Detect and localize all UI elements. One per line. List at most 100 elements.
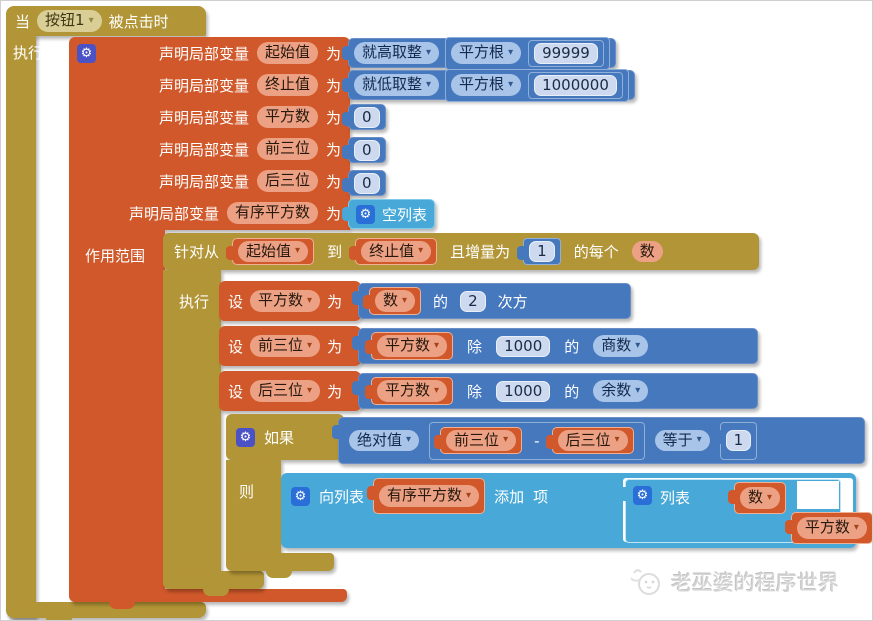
number-field[interactable]: 0 [354,139,380,161]
mutator-gear-icon[interactable]: ⚙ [291,486,310,506]
getter-square[interactable]: 平方数 ▾ [364,377,454,405]
set-first3-block[interactable]: 设 前三位 ▾ 为 [219,326,361,366]
variable-dropdown[interactable]: 平方数 ▾ [796,517,867,539]
abs-dropdown[interactable]: 绝对值 ▾ [349,429,420,452]
sqrt-dropdown[interactable]: 平方根 ▾ [451,42,522,64]
variable-dropdown[interactable]: 起始值 ▾ [238,240,309,263]
declare-variables-block[interactable]: ⚙ 声明局部变量 起始值 为 声明局部变量 终止值 为 声明局部变量 平方数 为… [69,37,350,230]
math-floor-block[interactable]: 就低取整 ▾ 平方根 ▾ 1000000 [342,68,635,102]
var-name-field-first3[interactable]: 前三位 [256,138,318,160]
var-name-field-end[interactable]: 终止值 [256,74,318,96]
for-range-block-header[interactable]: 针对从 起始值 ▾ 到 终止值 ▾ 且增量为 1 的每个 数 [163,233,759,270]
variable-dropdown[interactable]: 平方数 ▾ [377,380,448,402]
variable-dropdown[interactable]: 数 ▾ [740,487,781,509]
math-sqrt-block[interactable]: 平方根 ▾ 1000000 [445,68,629,102]
divisor-field[interactable]: 1000 [496,335,551,357]
set-last3-block[interactable]: 设 后三位 ▾ 为 [219,371,361,411]
variable-dropdown[interactable]: 平方数 ▾ [377,335,448,357]
event-block-left-bar[interactable] [6,34,36,618]
declare-block-left-bar[interactable] [69,230,165,589]
make-list-block[interactable]: ⚙ 列表 数 ▾ 平方数 ▾ [619,479,872,544]
number-block-zero[interactable]: 0 [342,170,386,196]
chevron-down-icon: ▾ [614,434,620,445]
math-subtract-block[interactable]: 前三位 ▾ - 后三位 ▾ [429,421,645,460]
event-suffix-label: 被点击时 [108,12,169,31]
mutator-gear-icon[interactable]: ⚙ [77,44,96,63]
var-name-field-square[interactable]: 平方数 [256,106,318,128]
variable-dropdown[interactable]: 平方数 ▾ [250,290,321,312]
exponent-field[interactable]: 2 [460,290,486,312]
mutator-gear-icon[interactable]: ⚙ [633,486,652,505]
variable-dropdown[interactable]: 后三位 ▾ [250,380,321,402]
number-field[interactable]: 0 [354,106,380,128]
loop-var-name-field[interactable]: 数 [631,240,663,263]
number-block-zero[interactable]: 0 [342,137,386,163]
if-block-bottom-bar[interactable] [226,553,334,578]
getter-ordered-squares[interactable]: 有序平方数 ▾ [367,478,486,514]
if-block-header[interactable]: ⚙ 如果 [226,414,344,460]
to-label: 到 [327,243,343,261]
divisor-field[interactable]: 1000 [496,380,551,402]
number-block-one[interactable]: 1 [713,421,758,460]
event-block-bottom-bar[interactable] [6,602,206,620]
getter-last3[interactable]: 后三位 ▾ [545,426,634,455]
logic-compare-block[interactable]: 绝对值 ▾ 前三位 ▾ - 后三位 ▾ 等于 ▾ 1 [332,417,865,464]
variable-dropdown[interactable]: 终止值 ▾ [361,240,432,263]
getter-first3[interactable]: 前三位 ▾ [434,426,523,455]
sqrt-dropdown[interactable]: 平方根 ▾ [451,74,522,96]
divide-mode-dropdown[interactable]: 商数 ▾ [593,335,649,357]
declare-label: 声明局部变量 [158,108,249,127]
getter-end-value[interactable]: 终止值 ▾ [349,237,438,266]
divide-mode-dropdown[interactable]: 余数 ▾ [593,380,649,402]
number-block-99999[interactable]: 99999 [528,39,604,67]
number-field[interactable]: 1 [529,241,555,262]
var-name-field-last3[interactable]: 后三位 [256,170,318,192]
getter-square[interactable]: 平方数 ▾ [364,332,454,360]
insert-list-item-block[interactable]: ⚙ 向列表 有序平方数 ▾ 添加 项 ⚙ 列表 数 ▾ [281,473,872,548]
variable-dropdown[interactable]: 有序平方数 ▾ [379,485,480,507]
getter-num[interactable]: 数 ▾ [362,287,422,315]
each-label: 的每个 [573,243,619,261]
math-power-block[interactable]: 数 ▾ 的 2 次方 [352,283,631,319]
for-range-bottom-bar[interactable] [163,571,264,596]
chevron-down-icon: ▾ [508,78,514,90]
math-ceiling-block[interactable]: 就高取整 ▾ 平方根 ▾ 99999 [342,36,616,70]
getter-num[interactable]: 数 ▾ [727,482,787,514]
if-block-left-bar[interactable] [226,460,281,553]
number-block-step[interactable]: 1 [517,238,561,265]
compare-op-dropdown[interactable]: 等于 ▾ [654,429,710,452]
var-name-field-start[interactable]: 起始值 [256,42,318,64]
var-name-field-ordered[interactable]: 有序平方数 [226,202,318,224]
math-divide-remainder-block[interactable]: 平方数 ▾ 除 1000 的 余数 ▾ [352,373,758,409]
component-dropdown[interactable]: 按钮1 ▾ [37,10,102,32]
power-of-label: 的 [433,292,449,311]
event-block-header[interactable]: 当 按钮1 ▾ 被点击时 [6,6,206,36]
round-mode-dropdown[interactable]: 就低取整 ▾ [354,74,440,96]
variable-dropdown[interactable]: 前三位 ▾ [446,429,517,452]
number-field[interactable]: 0 [354,172,380,194]
for-range-left-bar[interactable] [163,270,221,571]
getter-square[interactable]: 平方数 ▾ [784,512,872,544]
getter-start-value[interactable]: 起始值 ▾ [226,237,315,266]
number-field[interactable]: 1000000 [534,74,617,96]
variable-dropdown[interactable]: 数 ▾ [375,290,416,312]
mutator-gear-icon[interactable]: ⚙ [356,204,375,224]
number-block-zero[interactable]: 0 [342,104,386,130]
number-field[interactable]: 99999 [534,42,598,64]
declare-row-start: 声明局部变量 起始值 为 [69,37,350,69]
round-mode-dropdown[interactable]: 就高取整 ▾ [354,42,440,64]
as-label: 为 [325,172,341,191]
number-field[interactable]: 1 [725,430,752,451]
chevron-down-icon: ▾ [426,78,432,90]
math-divide-quotient-block[interactable]: 平方数 ▾ 除 1000 的 商数 ▾ [352,328,758,364]
variable-dropdown[interactable]: 后三位 ▾ [557,429,628,452]
declare-label: 声明局部变量 [158,140,249,159]
variable-dropdown[interactable]: 前三位 ▾ [250,335,321,357]
set-label: 设 [228,337,244,356]
number-block-1000000[interactable]: 1000000 [528,71,623,99]
mutator-gear-icon[interactable]: ⚙ [236,427,255,447]
declare-label: 声明局部变量 [158,76,249,95]
set-square-block[interactable]: 设 平方数 ▾ 为 [219,281,361,321]
empty-list-block[interactable]: ⚙ 空列表 [341,199,436,229]
math-sqrt-block[interactable]: 平方根 ▾ 99999 [445,36,610,70]
